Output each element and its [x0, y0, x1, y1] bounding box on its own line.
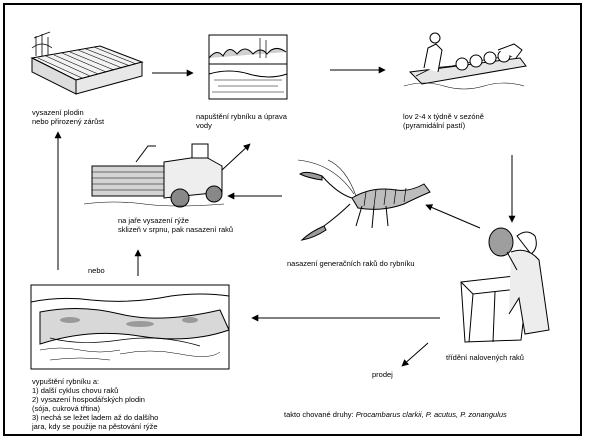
label-catching: lov 2-4 x týdně v sezóně (pyramidální pa… — [403, 112, 484, 130]
species-prefix: takto chované druhy: — [284, 410, 356, 419]
label-planting: vysazení plodin nebo přirozený zárůst — [32, 108, 104, 126]
arrow-sorting-to-sale — [402, 343, 428, 366]
label-rice: na jaře vysazení rýže sklizeň v srpnu, p… — [118, 216, 233, 234]
species-line: takto chované druhy: Procambarus clarkii… — [284, 410, 507, 419]
species-names: Procambarus clarkii, P. acutus, P. zonan… — [356, 410, 507, 419]
label-sale: prodej — [372, 370, 393, 379]
arrow-sorting-to-stocking — [426, 205, 480, 228]
label-or: nebo — [88, 266, 105, 275]
label-draining: vypuštění rybníku a: 1) další cyklus cho… — [32, 377, 158, 431]
label-flooding: napuštění rybníku a úprava vody — [196, 112, 287, 130]
label-sorting: třídění nalovených raků — [446, 353, 524, 362]
arrow-harvester-to-flooding — [222, 144, 250, 170]
label-stocking: nasazení generačních raků do rybníku — [287, 259, 415, 268]
